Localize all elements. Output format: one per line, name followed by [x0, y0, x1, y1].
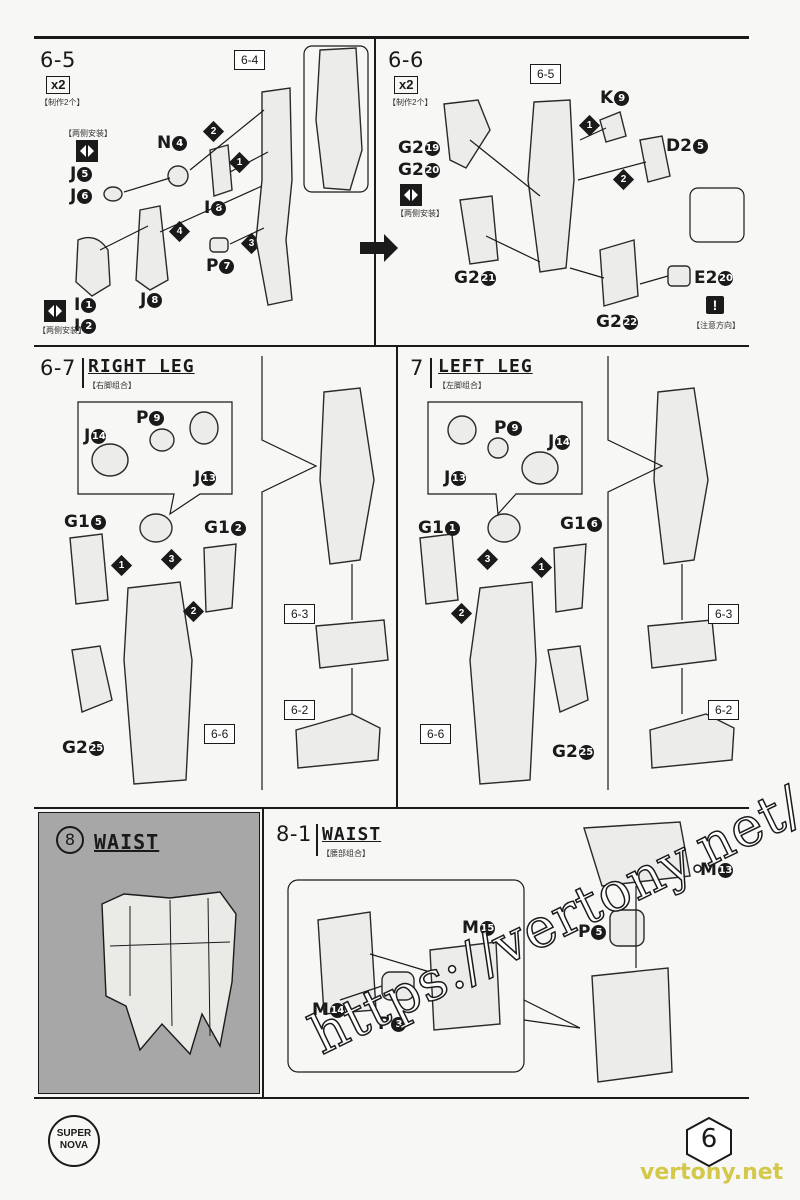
watermark-corner: vertony.net — [640, 1160, 784, 1185]
step-7-title-cn: 【左脚组合】 — [438, 381, 486, 390]
step-6-7-bar — [82, 358, 84, 388]
step-6-7-number: 6-7 — [40, 356, 76, 380]
step-6-5-number: 6-5 — [40, 48, 76, 72]
both-sides-icon-3 — [400, 184, 422, 206]
order-2-icon-67: 2 — [182, 600, 205, 623]
step-7-ref-63: 6-3 — [708, 604, 740, 624]
order-1-icon-66: 1 — [578, 114, 601, 137]
divider-col-top — [374, 36, 376, 346]
both-sides-icon-2 — [44, 300, 66, 322]
step-6-7-title: RIGHT LEG — [88, 356, 195, 377]
step-8-1-number: 8-1 — [276, 822, 312, 846]
divider-row2 — [34, 807, 749, 809]
divider-row1 — [34, 345, 749, 347]
order-1-icon-67: 1 — [110, 554, 133, 577]
step-6-6-ref: 6-5 — [530, 64, 562, 84]
step-6-5-both-sides-cn: 【两侧安装】 — [64, 129, 112, 138]
divider-col-bottom — [262, 807, 264, 1098]
step-7-ref-62: 6-2 — [708, 700, 740, 720]
step-8-number: 8 — [56, 826, 84, 854]
step-7-ref-66: 6-6 — [420, 724, 452, 744]
order-1-icon-7: 1 — [530, 556, 553, 579]
step-7-title: LEFT LEG — [438, 356, 533, 377]
both-sides-icon — [76, 140, 98, 162]
waist-preview-drawing — [101, 891, 237, 1056]
order-2-icon-66: 2 — [612, 168, 635, 191]
step-6-5-both-sides-cn-2: 【两侧安装】 — [38, 326, 86, 335]
order-2-icon-7: 2 — [450, 602, 473, 625]
step-6-5-ref: 6-4 — [234, 50, 266, 70]
step-6-7-title-cn: 【右脚组合】 — [88, 381, 136, 390]
brand-line2: NOVA — [59, 1140, 89, 1151]
top-border — [34, 36, 749, 39]
bottom-border — [34, 1097, 749, 1099]
step-8-1-title: WAIST — [322, 824, 382, 845]
step-6-6-note-cn: 【注意方向】 — [692, 321, 740, 330]
step-7-bar — [430, 358, 432, 388]
step-6-5-qty-cn: 【制作2个】 — [40, 98, 85, 107]
step-6-6-number: 6-6 — [388, 48, 424, 72]
page-number: 6 — [700, 1124, 718, 1154]
order-3-icon-67: 3 — [160, 548, 183, 571]
step-8-title: WAIST — [94, 830, 160, 854]
step-6-6-qty-cn: 【制作2个】 — [388, 98, 433, 107]
step-6-6-qty: x2 — [394, 76, 419, 94]
order-3-icon-7: 3 — [476, 548, 499, 571]
warning-icon: ! — [706, 296, 724, 314]
page-number-badge — [686, 1116, 732, 1168]
step-6-7-ref-63: 6-3 — [284, 604, 316, 624]
step-6-7-ref-66: 6-6 — [204, 724, 236, 744]
step-7-number: 7 — [410, 356, 424, 380]
step-8-1-title-cn: 【腰部组合】 — [322, 849, 370, 858]
step-6-5-qty: x2 — [46, 76, 71, 94]
step-8-1-bar — [316, 824, 318, 856]
step-6-7-ref-62: 6-2 — [284, 700, 316, 720]
brand-line1: SUPER — [56, 1128, 92, 1139]
divider-col-mid — [396, 345, 398, 808]
step-6-6-both-sides-cn: 【两侧安装】 — [396, 209, 444, 218]
